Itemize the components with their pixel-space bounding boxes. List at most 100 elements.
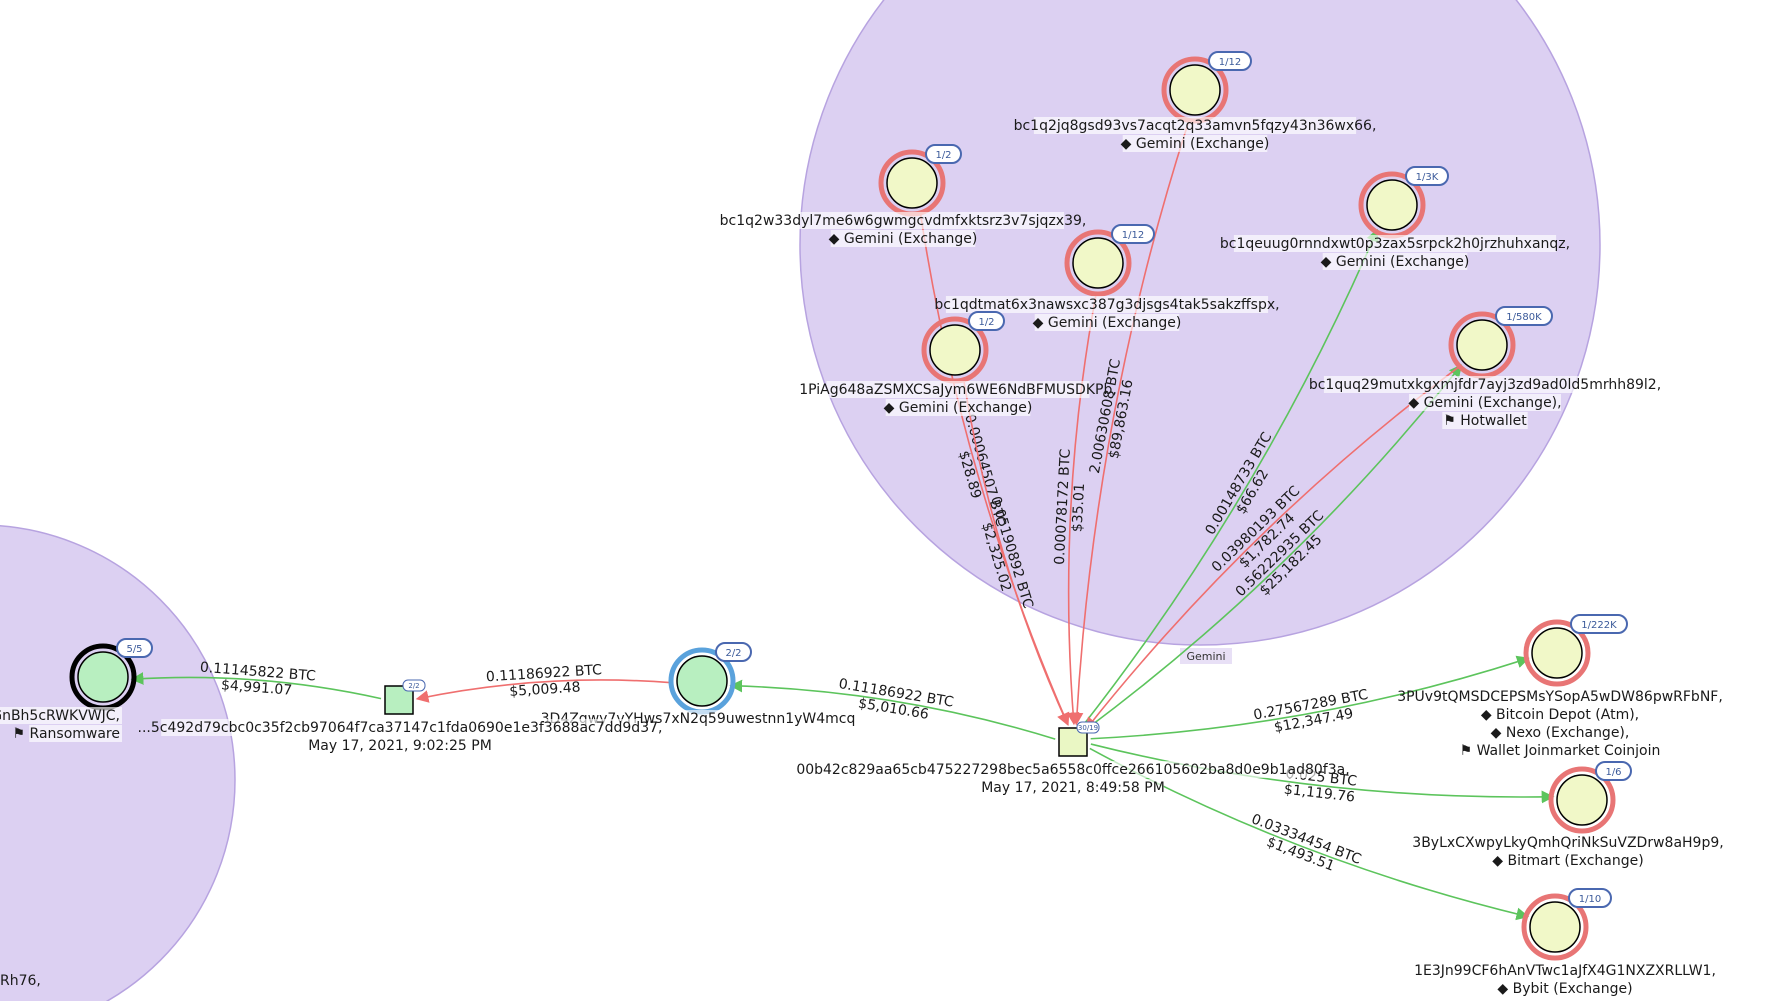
cluster-gemini[interactable] — [799, 0, 1601, 646]
node-address: 1PiAg648aZSMXCSaJym6WE6NdBFMUSDKPb, — [799, 382, 1117, 398]
node-tag: May 17, 2021, 9:02:25 PM — [308, 738, 492, 754]
edge-usd-amount: $4,991.07 — [220, 677, 292, 698]
node-ring — [1548, 766, 1616, 834]
node-badge: 1/222K — [1570, 614, 1628, 634]
node-label: 00b42c829aa65cb475227298bec5a6558c0ffce2… — [796, 761, 1350, 796]
node-badge: 30/19 — [1076, 721, 1100, 734]
edge-line[interactable] — [962, 377, 1069, 726]
edge-usd-amount: $5,009.48 — [509, 680, 581, 700]
edge-amount-label: 0.27567289 BTC$12,347.49 — [1252, 687, 1369, 736]
node-address: 00b42c829aa65cb475227298bec5a6558c0ffce2… — [796, 762, 1349, 778]
edge-line[interactable] — [1090, 743, 1555, 804]
cluster-ransomware[interactable] — [0, 525, 236, 1001]
node-address: bc1qeuug0rnndxwt0p3zax5srpck2h0jrzhuhxan… — [1220, 236, 1570, 252]
address-circle[interactable] — [929, 324, 981, 376]
address-circle[interactable] — [676, 655, 728, 707]
node-g3[interactable]: 1/12 bc1qdtmat6x3nawsxc387g3djsgs4tak5sak… — [934, 224, 1280, 331]
node-tag: ◆ Bitmart (Exchange) — [1492, 853, 1643, 869]
edge-amount-label: 0.03334454 BTC$1,493.51 — [1249, 811, 1363, 874]
address-circle[interactable] — [886, 157, 938, 209]
node-r1[interactable]: 1/222K 3PUv9tQMSDCEPSMsYSopA5wDW86pwRFbNF… — [1397, 614, 1723, 759]
node-badge: 1/6 — [1595, 761, 1632, 781]
edge-line[interactable] — [1081, 228, 1379, 728]
address-circle[interactable] — [1366, 179, 1418, 231]
node-badge: 1/580K — [1495, 306, 1553, 326]
node-r2[interactable]: 1/6 3ByLxCXwpyLkyQmhQriNkSuVZDrw8aH9p9, ◆ … — [1412, 761, 1724, 869]
address-circle[interactable] — [1456, 319, 1508, 371]
cluster-label-gemini: Gemini — [1180, 648, 1232, 664]
node-tag: ◆ Gemini (Exchange) — [1321, 254, 1470, 270]
edge-line[interactable] — [729, 679, 1056, 740]
node-g1[interactable]: 1/12 bc1q2jq8gsd93vs7acqt2q33amvn5fqzy43n… — [1014, 51, 1377, 152]
node-address: 1E3Jn99CF6hAnVTwc1aJfX4G1NXZXRLLW1, — [1414, 963, 1716, 979]
edge-line[interactable] — [130, 672, 382, 700]
address-circle[interactable] — [1531, 627, 1583, 679]
svg-text:Gemini: Gemini — [1186, 650, 1225, 663]
node-label: bc1q2jq8gsd93vs7acqt2q33amvn5fqzy43n36wx… — [1014, 117, 1377, 152]
node-ring — [1521, 893, 1589, 961]
node-tx2[interactable]: 2/2...5c492d79cbc0c35f2cb97064f7ca37147c… — [138, 679, 663, 754]
node-badge: 1/2 — [925, 144, 962, 164]
edge-line[interactable] — [1070, 118, 1191, 726]
node-ring — [1064, 229, 1132, 297]
node-address: 3ByLxCXwpyLkyQmhQriNkSuVZDrw8aH9p9, — [1412, 835, 1723, 851]
node-address: ...5c492d79cbc0c35f2cb97064f7ca37147c1fd… — [138, 720, 663, 736]
svg-text:1/222K: 1/222K — [1581, 620, 1617, 631]
node-label: ...62o7z2AjQxoUpiCGnBh5cRWKVWJC,⚑ Ransom… — [0, 707, 123, 742]
node-ring — [1523, 619, 1591, 687]
svg-text:1/3K: 1/3K — [1416, 172, 1439, 183]
node-address: bc1q2w33dyl7me6w6gwmgcvdmfxktsrz3v7sjqzx… — [720, 213, 1087, 229]
node-badge: 2/2 — [715, 642, 752, 662]
node-tag: ◆ Gemini (Exchange) — [1121, 136, 1270, 152]
node-label: bc1qeuug0rnndxwt0p3zax5srpck2h0jrzhuhxan… — [1220, 235, 1570, 270]
node-tag: ⚑ Hotwallet — [1443, 413, 1527, 429]
node-address: 3PUv9tQMSDCEPSMsYSopA5wDW86pwRFbNF, — [1397, 689, 1723, 705]
edge-g3-tx1[interactable]: 0.00078172 BTC$35.01 — [1052, 291, 1098, 726]
node-tag: ◆ Gemini (Exchange) — [1033, 315, 1182, 331]
node-tag: ◆ Bybit (Exchange) — [1497, 981, 1632, 997]
edge-line[interactable] — [1085, 364, 1462, 731]
node-label: 1E3Jn99CF6hAnVTwc1aJfX4G1NXZXRLLW1, ◆ Byb… — [1414, 962, 1716, 997]
node-g2[interactable]: 1/2 bc1q2w33dyl7me6w6gwmgcvdmfxktsrz3v7sj… — [720, 144, 1087, 247]
edge-line[interactable] — [1085, 364, 1462, 731]
node-address: bc1q2jq8gsd93vs7acqt2q33amvn5fqzy43n36wx… — [1014, 118, 1377, 134]
node-rans[interactable]: 5/5 ...62o7z2AjQxoUpiCGnBh5cRWKVWJC,⚑ Ran… — [0, 638, 153, 742]
node-tx1[interactable]: 30/19 00b42c829aa65cb475227298bec5a6558c0… — [796, 721, 1350, 796]
edge-tx1-mid[interactable]: 0.11186922 BTC$5,010.66 — [729, 676, 1056, 740]
address-circle[interactable] — [1169, 64, 1221, 116]
node-badge: 5/5 — [116, 638, 153, 658]
edge-line[interactable] — [1090, 655, 1530, 740]
edge-line[interactable] — [1089, 747, 1530, 921]
address-circle[interactable] — [1556, 774, 1608, 826]
node-badge: 1/10 — [1568, 888, 1612, 908]
node-r3[interactable]: 1/10 1E3Jn99CF6hAnVTwc1aJfX4G1NXZXRLLW1, ◆… — [1414, 888, 1716, 997]
node-g6[interactable]: 1/580K bc1quq29mutxkgxmjfdr7ayj3zd9ad0ld5… — [1309, 306, 1661, 429]
node-tag: ◆ Bitcoin Depot (Atm), — [1481, 707, 1639, 723]
node-tag: ⚑ Ransomware — [13, 726, 120, 742]
svg-text:1/2: 1/2 — [978, 317, 994, 328]
address-circle[interactable] — [1072, 237, 1124, 289]
edge-mid-tx2[interactable]: 0.11186922 BTC$5,009.48 — [415, 662, 674, 703]
node-address: bc1qdtmat6x3nawsxc387g3djsgs4tak5sakzffs… — [934, 297, 1279, 313]
node-tag: ◆ Gemini (Exchange) — [829, 231, 978, 247]
node-g5[interactable]: 1/21PiAg648aZSMXCSaJym6WE6NdBFMUSDKPb,◆ … — [799, 311, 1117, 416]
node-address: bc1quq29mutxkgxmjfdr7ayj3zd9ad0ld5mrhh89… — [1309, 377, 1661, 393]
edge-line[interactable] — [415, 679, 674, 703]
edge-line[interactable] — [1066, 291, 1098, 726]
node-badge: 1/12 — [1111, 224, 1155, 244]
node-tag: ◆ Nexo (Exchange), — [1491, 725, 1630, 741]
svg-text:2/2: 2/2 — [725, 648, 741, 659]
node-label: bc1q2w33dyl7me6w6gwmgcvdmfxktsrz3v7sjqzx… — [720, 212, 1087, 247]
address-circle[interactable] — [77, 651, 129, 703]
edge-btc-amount: 0.11186922 BTC — [485, 662, 602, 685]
node-g4[interactable]: 1/3K bc1qeuug0rnndxwt0p3zax5srpck2h0jrzhu… — [1220, 166, 1570, 270]
node-badge: 1/3K — [1405, 166, 1449, 186]
svg-text:1/12: 1/12 — [1122, 230, 1144, 241]
node-badge: 1/12 — [1208, 51, 1252, 71]
node-tag: ◆ Gemini (Exchange), — [1408, 395, 1561, 411]
address-circle[interactable] — [1529, 901, 1581, 953]
node-tag: May 17, 2021, 8:49:58 PM — [981, 780, 1165, 796]
edge-btc-amount: 0.00078172 BTC — [1052, 448, 1074, 565]
